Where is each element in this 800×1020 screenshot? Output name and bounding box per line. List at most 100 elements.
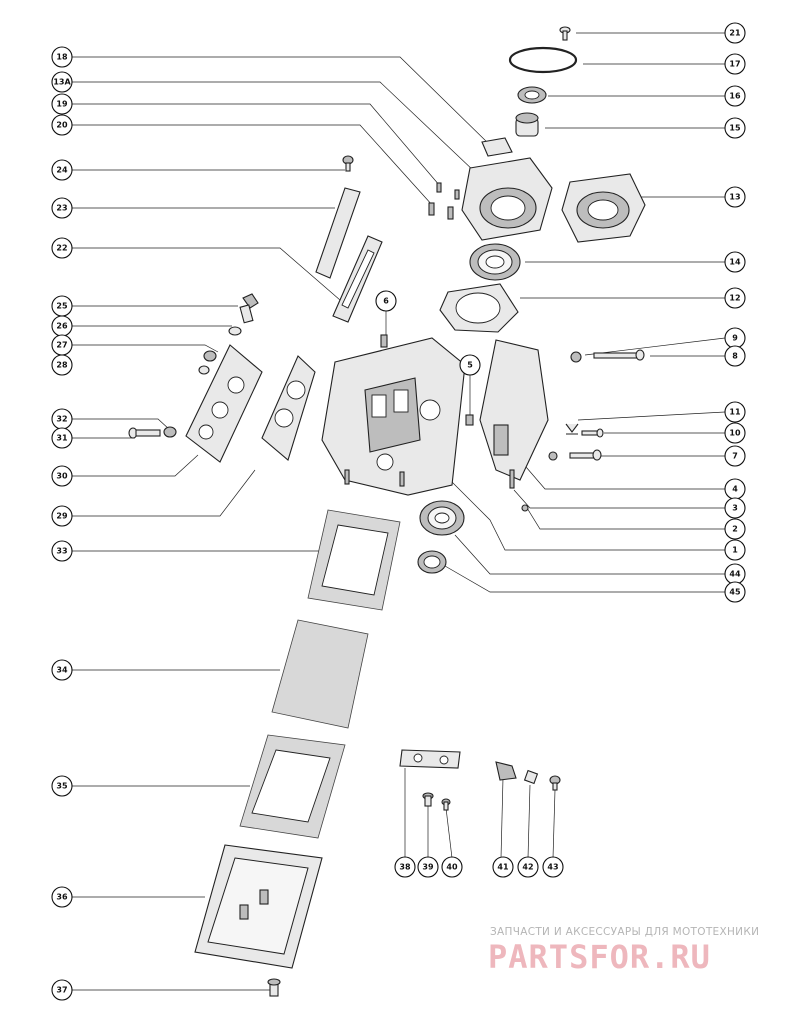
svg-text:36: 36 [56, 893, 68, 902]
svg-text:43: 43 [547, 863, 558, 872]
gasket-33 [307, 509, 401, 611]
svg-text:20: 20 [56, 121, 68, 130]
svg-text:15: 15 [729, 124, 741, 133]
nut-27 [203, 350, 217, 362]
svg-text:24: 24 [56, 166, 68, 175]
callout-40: 40 [441, 856, 463, 878]
svg-text:13: 13 [729, 193, 740, 202]
screw-10 [581, 428, 604, 438]
callout-32: 32 [51, 408, 73, 430]
washer-42 [523, 769, 539, 785]
callout-5: 5 [459, 354, 481, 376]
bearing-44 [419, 500, 465, 536]
callout-24: 24 [51, 159, 73, 181]
nut-32 [163, 426, 177, 438]
plate-18 [481, 137, 513, 157]
callout-1: 1 [724, 539, 746, 561]
callout-19: 19 [51, 93, 73, 115]
parts-drawing [128, 26, 646, 997]
callout-6: 6 [375, 290, 397, 312]
svg-text:22: 22 [56, 244, 67, 253]
callout-8: 8 [724, 345, 746, 367]
watermark: ЗАПЧАСТИ И АКСЕССУАРЫ ДЛЯ МОТОТЕХНИКИ PA… [488, 926, 759, 976]
callout-18: 18 [51, 46, 73, 68]
screw-43 [549, 775, 561, 791]
svg-text:27: 27 [56, 341, 67, 350]
svg-text:10: 10 [729, 429, 741, 438]
callout-25: 25 [51, 295, 73, 317]
gasket-35 [239, 734, 346, 839]
callout-12: 12 [724, 287, 746, 309]
svg-text:4: 4 [732, 485, 738, 494]
svg-text:45: 45 [729, 588, 741, 597]
gasket-12 [439, 283, 519, 333]
callout-28: 28 [51, 354, 73, 376]
callout-27: 27 [51, 334, 73, 356]
pin-5 [465, 414, 474, 426]
svg-text:11: 11 [729, 408, 741, 417]
housing-1 [479, 339, 549, 489]
svg-text:3: 3 [732, 504, 738, 513]
callout-20: 20 [51, 114, 73, 136]
screw-7 [569, 449, 602, 461]
gasket-strip-22 [332, 235, 383, 323]
svg-text:21: 21 [729, 29, 741, 38]
callout-36: 36 [51, 886, 73, 908]
svg-text:5: 5 [467, 361, 473, 370]
callout-13a: 13A [51, 71, 73, 93]
callout-39: 39 [417, 856, 439, 878]
svg-text:32: 32 [56, 415, 67, 424]
leader-lines [72, 32, 726, 991]
seal-45 [417, 550, 447, 574]
svg-text:23: 23 [56, 204, 67, 213]
svg-text:33: 33 [56, 547, 67, 556]
svg-text:34: 34 [56, 666, 68, 675]
screw-24 [342, 155, 354, 172]
callout-38: 38 [394, 856, 416, 878]
screw-21 [559, 26, 571, 41]
svg-text:42: 42 [522, 863, 533, 872]
callout-11: 11 [724, 401, 746, 423]
callout-33: 33 [51, 540, 73, 562]
svg-text:1: 1 [732, 546, 738, 555]
svg-text:37: 37 [56, 986, 67, 995]
callout-37: 37 [51, 979, 73, 1001]
plate-38 [399, 749, 461, 769]
svg-text:44: 44 [729, 570, 741, 579]
screw-20a [428, 202, 435, 216]
svg-text:9: 9 [732, 334, 738, 343]
callout-43: 43 [542, 856, 564, 878]
svg-text:26: 26 [56, 322, 68, 331]
cover-36 [194, 844, 323, 969]
svg-text:25: 25 [56, 302, 68, 311]
svg-text:29: 29 [56, 512, 68, 521]
callout-44: 44 [724, 563, 746, 585]
callout-35: 35 [51, 775, 73, 797]
callout-23: 23 [51, 197, 73, 219]
fitting-25 [239, 293, 259, 324]
callout-42: 42 [517, 856, 539, 878]
bushing-15 [515, 112, 539, 137]
svg-text:6: 6 [383, 297, 389, 306]
washer-28 [198, 365, 210, 375]
bearing-14 [469, 243, 521, 281]
screw-37 [267, 978, 281, 997]
callout-31: 31 [51, 427, 73, 449]
strip-23 [315, 187, 361, 279]
seal-16 [517, 86, 547, 104]
watermark-subtitle: ЗАПЧАСТИ И АКСЕССУАРЫ ДЛЯ МОТОТЕХНИКИ [490, 926, 759, 938]
svg-text:19: 19 [56, 100, 68, 109]
plate-34 [271, 619, 369, 729]
nut-9 [570, 351, 582, 363]
clip-11 [565, 423, 579, 435]
screw-40 [441, 798, 451, 811]
nut-7a [548, 451, 558, 461]
callout-29: 29 [51, 505, 73, 527]
svg-text:13A: 13A [53, 78, 71, 87]
svg-text:8: 8 [732, 352, 738, 361]
callout-7: 7 [724, 445, 746, 467]
watermark-brand: PARTSFOR.RU [488, 938, 711, 976]
callout-9: 9 [724, 327, 746, 349]
svg-text:35: 35 [56, 782, 68, 791]
